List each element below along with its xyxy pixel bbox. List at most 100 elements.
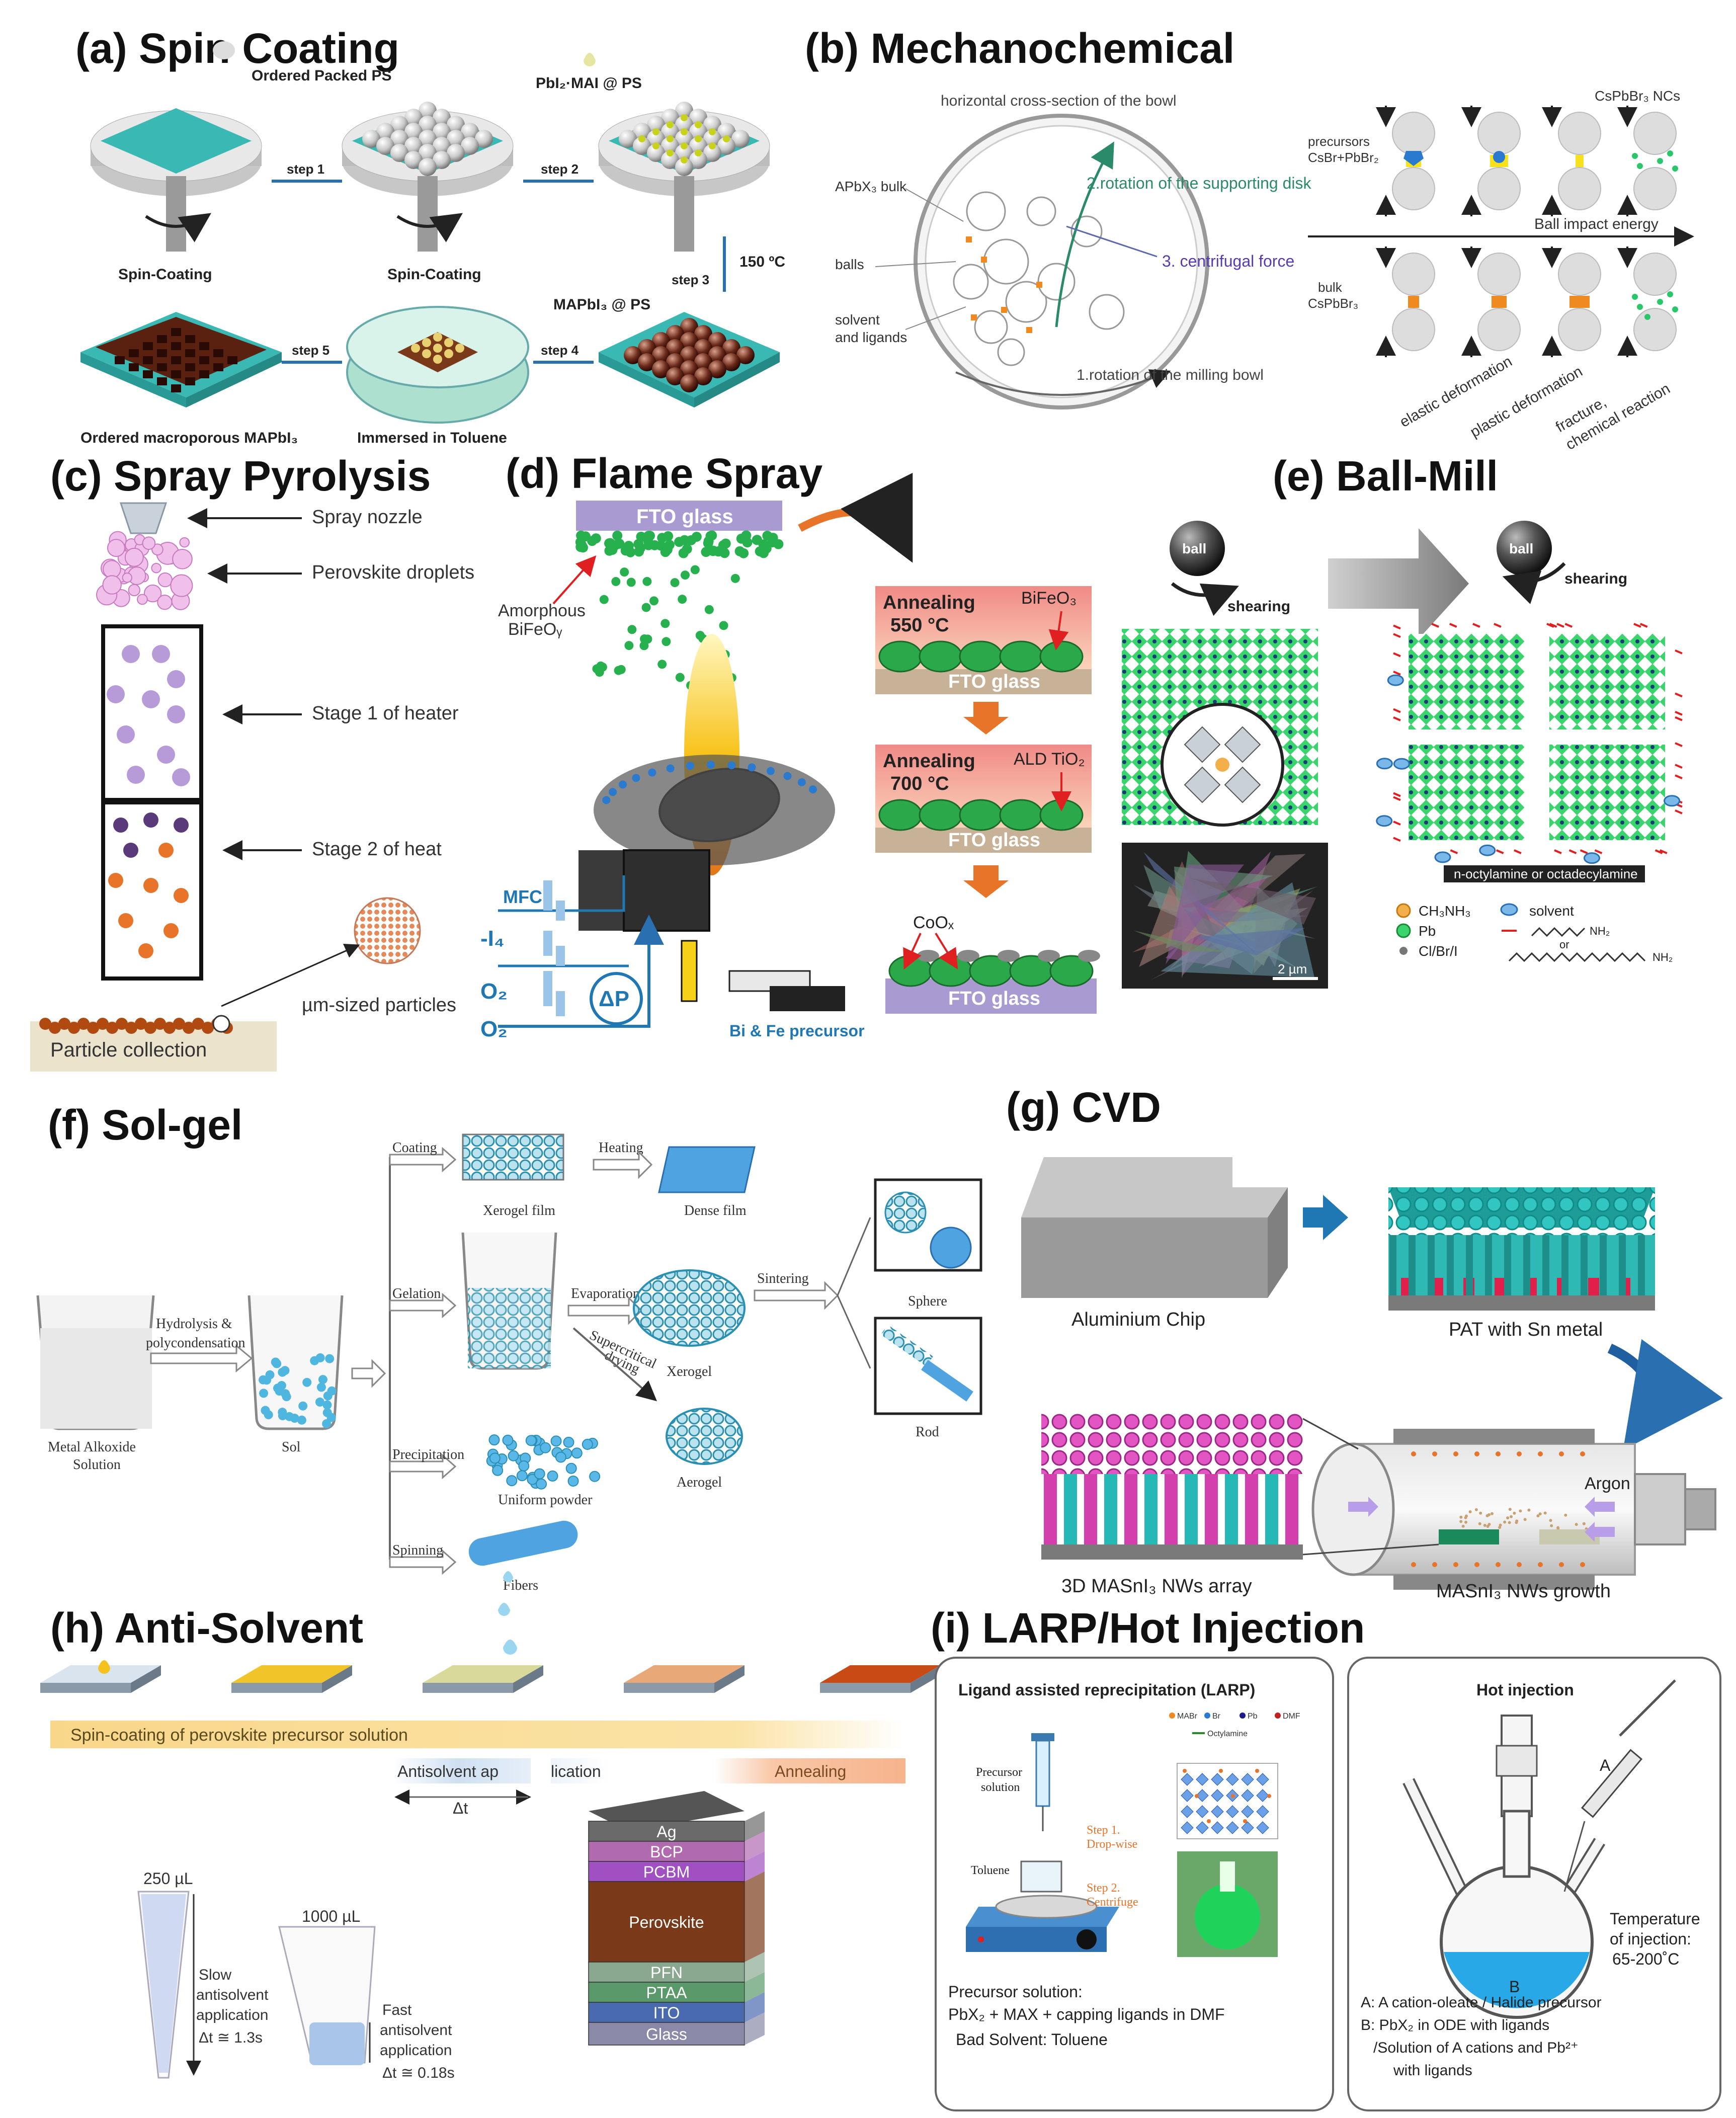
precursors-label: precursors <box>1308 134 1370 149</box>
growth-label: MASnI₃ NWs growth <box>1436 1581 1611 1602</box>
fto-label-3: FTO glass <box>948 988 1040 1009</box>
bifeo3-label: BiFeO₃ <box>1021 589 1077 608</box>
fast-label-4: Δt ≅ 0.18s <box>382 2065 455 2081</box>
label-b: B <box>1509 1978 1520 1996</box>
legend-nh2-2: NH₂ <box>1652 951 1673 963</box>
bulk2-formula: CsPbBr₃ <box>1308 296 1358 311</box>
panel-g-cvd: (g) CVD Aluminium Chip PAT with Sn metal… <box>1006 1084 1715 1602</box>
legend-ch: CH₃NH₃ <box>1419 903 1471 919</box>
ordered-ps-label: Ordered Packed PS <box>252 67 391 84</box>
layer-label: PTAA <box>646 1984 687 2002</box>
fast-label-3: application <box>380 2042 452 2059</box>
panel-e-ball-mill: (e) Ball-Mill ball shearing 2 µm ball sh… <box>1122 452 1682 989</box>
pipette-fast <box>279 1927 375 2065</box>
beaker-gel <box>463 1233 556 1368</box>
panel-e-title: (e) Ball-Mill <box>1273 452 1498 500</box>
step2b-label: Centrifuge <box>1087 1896 1138 1909</box>
precursor-sol-label-2: solution <box>981 1781 1020 1794</box>
precursor-sol-label-1: Precursor <box>976 1766 1022 1779</box>
ncs-label: CsPbBr₃ NCs <box>1595 88 1680 104</box>
ald-label: ALD TiO₂ <box>1014 750 1085 769</box>
shear1-label: shearing <box>1227 598 1290 615</box>
pat-sn-template <box>1388 1187 1655 1311</box>
metal-alkoxide-label-2: Solution <box>73 1457 121 1473</box>
xerogel-film-label: Xerogel film <box>483 1203 555 1218</box>
hydrolysis-label-2: polycondensation <box>146 1335 245 1351</box>
hot-b-label-1: B: PbX₂ in ODE with ligands <box>1361 2017 1549 2033</box>
pipette-slow <box>138 1892 189 2078</box>
chip-label: Aluminium Chip <box>1071 1309 1205 1330</box>
precursor-solution-1: Precursor solution: <box>948 1983 1083 2001</box>
curved-arrow <box>800 512 905 548</box>
precursor-solution-2: PbX₂ + MAX + capping ligands in DMF <box>948 2005 1225 2023</box>
antisolvent-drop-3-icon <box>503 1640 517 1655</box>
bifeo-particles <box>575 530 784 690</box>
dp-label: ΔP <box>599 987 629 1011</box>
legend-or: or <box>1559 938 1569 951</box>
panel-h-anti-solvent: (h) Anti-Solvent Spin-coating of perovsk… <box>40 1571 941 2081</box>
legend-pb: Pb <box>1419 923 1436 939</box>
rotation2-label: 2.rotation of the supporting disk <box>1087 174 1312 192</box>
precursor-label: Bi & Fe precursor <box>729 1022 865 1040</box>
centrifugal-label: 3. centrifugal force <box>1162 252 1294 270</box>
cvd-tube-furnace <box>1313 1429 1715 1590</box>
balls-label: balls <box>835 257 864 272</box>
panel-b-mechanochemical: (b) Mechanochemical horizontal cross-sec… <box>805 25 1690 453</box>
sphere-label: Sphere <box>908 1293 947 1309</box>
antisolvent-drop-1-icon <box>503 1571 513 1582</box>
fibers <box>466 1518 581 1569</box>
legend-item: MABr <box>1177 1712 1198 1721</box>
step-2-label: step 2 <box>541 161 578 177</box>
panel-a-title: (a) Spin Coating <box>75 25 399 72</box>
temp-label: 150 ºC <box>739 254 785 270</box>
macroporous-film <box>80 312 282 408</box>
panel-d-flame-spray: (d) Flame Spray FTO glass Amorphous BiFe… <box>480 450 1100 1041</box>
legend-nh2-1: NH₂ <box>1590 925 1610 937</box>
ball2-label: ball <box>1509 541 1533 556</box>
sintering-label: Sintering <box>757 1271 809 1286</box>
nanocrystals <box>1393 624 1682 853</box>
fast-label-1: Fast <box>382 2002 412 2018</box>
metal-alkoxide-label-1: Metal Alkoxide <box>48 1439 136 1455</box>
slow-label-3: application <box>196 2007 268 2023</box>
hot-b-label-3: with ligands <box>1393 2062 1472 2079</box>
dense-film-label: Dense film <box>684 1203 747 1218</box>
uniform-powder-label: Uniform powder <box>498 1492 593 1508</box>
step1b-label: Drop-wise <box>1087 1838 1137 1851</box>
droplet-icon <box>213 41 235 59</box>
panel-h-title: (h) Anti-Solvent <box>50 1604 363 1652</box>
spinning-label: Spinning <box>392 1542 443 1558</box>
panel-b-title: (b) Mechanochemical <box>805 25 1234 72</box>
ball1-label: ball <box>1182 541 1206 556</box>
bulk-label: APbX₃ bulk <box>835 179 907 194</box>
panel-c-title: (c) Spray Pyrolysis <box>50 452 431 500</box>
xerogel-film <box>463 1134 563 1180</box>
hot-title: Hot injection <box>1476 1681 1574 1699</box>
coating-label: Coating <box>392 1140 437 1156</box>
step-5-label: step 5 <box>292 343 329 358</box>
toluene-dish <box>347 307 528 423</box>
nozzle-label: Spray nozzle <box>312 507 423 528</box>
array-label: 3D MASnI₃ NWs array <box>1061 1576 1252 1597</box>
larp-title: Ligand assisted reprecipitation (LARP) <box>958 1681 1255 1699</box>
hydrolysis-label-1: Hydrolysis & <box>156 1316 232 1332</box>
label-a: A <box>1600 1756 1611 1774</box>
particles-label: µm-sized particles <box>302 995 456 1016</box>
particle-magnified <box>355 898 420 963</box>
anneal2-temp: 700 °C <box>890 773 949 794</box>
rotation1-label: 1.rotation of the milling bowl <box>1077 367 1264 383</box>
panel-d-title: (d) Flame Spray <box>506 450 822 497</box>
dense-film <box>659 1147 755 1192</box>
stage1-label: Stage 1 of heater <box>312 703 459 724</box>
antisolvent-drop-2-icon <box>498 1603 510 1616</box>
panel-a-spin-coating: (a) Spin Coating Ordered Packed PS PbI₂·… <box>75 25 785 446</box>
aluminium-chip <box>1021 1157 1288 1298</box>
layer-label: Perovskite <box>629 1913 704 1931</box>
temp-label-2: of injection: <box>1610 1930 1691 1948</box>
ligand-label: n-octylamine or octadecylamine <box>1454 866 1638 881</box>
aerogel <box>667 1409 742 1464</box>
pbi2-label: PbI₂·MAI @ PS <box>536 75 642 92</box>
solvent-label: solvent <box>835 312 880 328</box>
big-process-arrow <box>1328 528 1469 639</box>
v250-label: 250 µL <box>143 1869 193 1888</box>
